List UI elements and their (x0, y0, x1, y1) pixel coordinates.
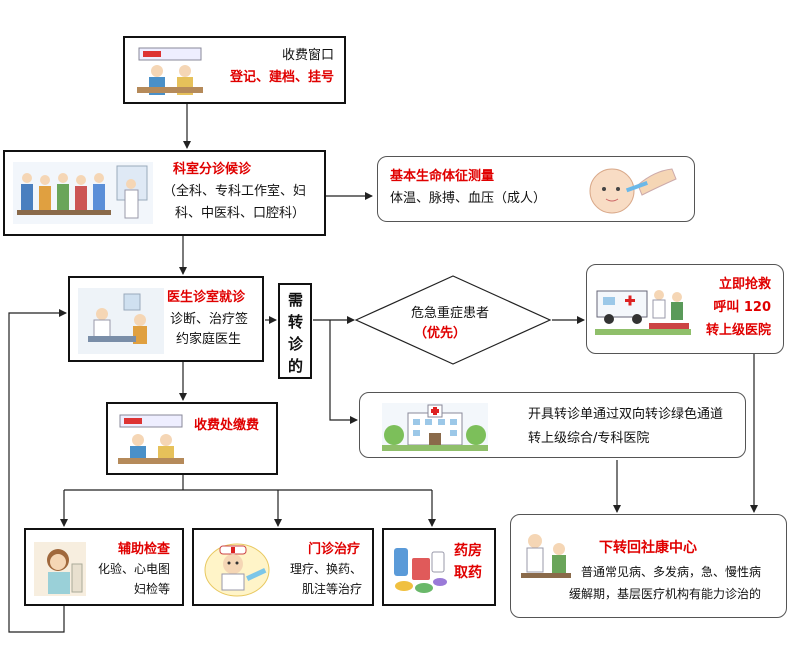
aux-exam-title: 辅助检查 (117, 542, 170, 557)
referral-question-char3: 诊 (288, 335, 304, 353)
emergency-decision-diamond (354, 275, 552, 365)
doctor-line1: 诊断、治疗签 (170, 312, 249, 327)
triage-line1: （全科、专科工作室、妇 (163, 184, 307, 199)
community-line1: 普通常见病、多发病，急、慢性病 (581, 565, 762, 579)
outpatient-line1: 理疗、换药、 (289, 562, 362, 576)
arrow-question-to-green-channel (329, 320, 358, 424)
rescue-box: 立即抢救 呼叫 120 转上级医院 (586, 264, 784, 354)
waiting-room-icon (13, 162, 153, 224)
triage-title: 科室分诊候诊 (173, 162, 252, 177)
referral-green-line2: 转上级综合/专科医院 (528, 431, 650, 446)
doctor-title: 医生诊室就诊 (167, 290, 246, 305)
referral-question-box: 需 转 诊 的 (278, 283, 312, 379)
registration-line2: 登记、建档、挂号 (229, 70, 334, 85)
payment-box: 收费处缴费 (106, 402, 278, 475)
nurse-exam-icon (34, 542, 86, 596)
hospital-building-icon (382, 403, 488, 451)
triage-box: 科室分诊候诊 （全科、专科工作室、妇 科、中医科、口腔科） (3, 150, 326, 236)
outpatient-line2: 肌注等治疗 (301, 582, 362, 596)
referral-green-line1: 开具转诊单通过双向转诊绿色通道 (528, 407, 724, 422)
nurse-injection-icon (204, 543, 270, 597)
payment-title: 收费处缴费 (194, 418, 260, 433)
aux-exam-box: 辅助检查 化验、心电图 妇检等 (24, 528, 184, 606)
doctor-consult-box: 医生诊室就诊 诊断、治疗签 约家庭医生 (68, 276, 264, 362)
doctor-patient-consult-icon (521, 534, 571, 578)
community-title: 下转回社康中心 (599, 540, 697, 556)
referral-question-char2: 转 (288, 313, 304, 331)
emergency-decision-line2: （优先） (414, 326, 467, 341)
pharmacy-line1: 药房 (454, 543, 482, 559)
vitals-title: 基本生命体征测量 (390, 169, 495, 184)
outpatient-title: 门诊治疗 (307, 542, 360, 557)
referral-question-char4: 的 (288, 357, 304, 375)
pharmacy-box: 药房 取药 (382, 528, 496, 606)
rescue-line3: 转上级医院 (705, 323, 771, 338)
thermometer-child-icon (589, 168, 677, 214)
emergency-decision-line1: 危急重症患者 (411, 306, 490, 321)
registration-line1: 收费窗口 (281, 48, 334, 63)
referral-green-channel-box: 开具转诊单通过双向转诊绿色通道 转上级综合/专科医院 (359, 392, 746, 458)
aux-exam-line2: 妇检等 (133, 582, 170, 596)
loop-back-aux-to-doctor (8, 309, 67, 633)
rescue-line1: 立即抢救 (718, 277, 771, 292)
ambulance-rescue-icon (595, 290, 691, 335)
referral-question-char1: 需 (288, 291, 304, 309)
triage-line2: 科、中医科、口腔科） (175, 206, 306, 221)
rescue-line2: 呼叫 120 (713, 300, 771, 315)
medicine-pills-icon (394, 548, 447, 593)
cashier-window-icon (118, 414, 184, 464)
vitals-line1: 体温、脉搏、血压（成人） (390, 191, 547, 206)
community-line2: 缓解期，基层医疗机构有能力诊治的 (569, 587, 762, 601)
registration-window-box: 收费窗口 登记、建档、挂号 (123, 36, 346, 104)
registration-desk-icon (137, 47, 203, 95)
doctor-line2: 约家庭医生 (176, 332, 242, 347)
aux-exam-line1: 化验、心电图 (97, 562, 170, 576)
doctor-office-icon (78, 288, 164, 354)
outpatient-treatment-box: 门诊治疗 理疗、换药、 肌注等治疗 (192, 528, 374, 606)
vitals-box: 基本生命体征测量 体温、脉搏、血压（成人） (377, 156, 695, 222)
community-center-box: 下转回社康中心 普通常见病、多发病，急、慢性病 缓解期，基层医疗机构有能力诊治的 (510, 514, 787, 618)
pharmacy-line2: 取药 (454, 565, 482, 581)
